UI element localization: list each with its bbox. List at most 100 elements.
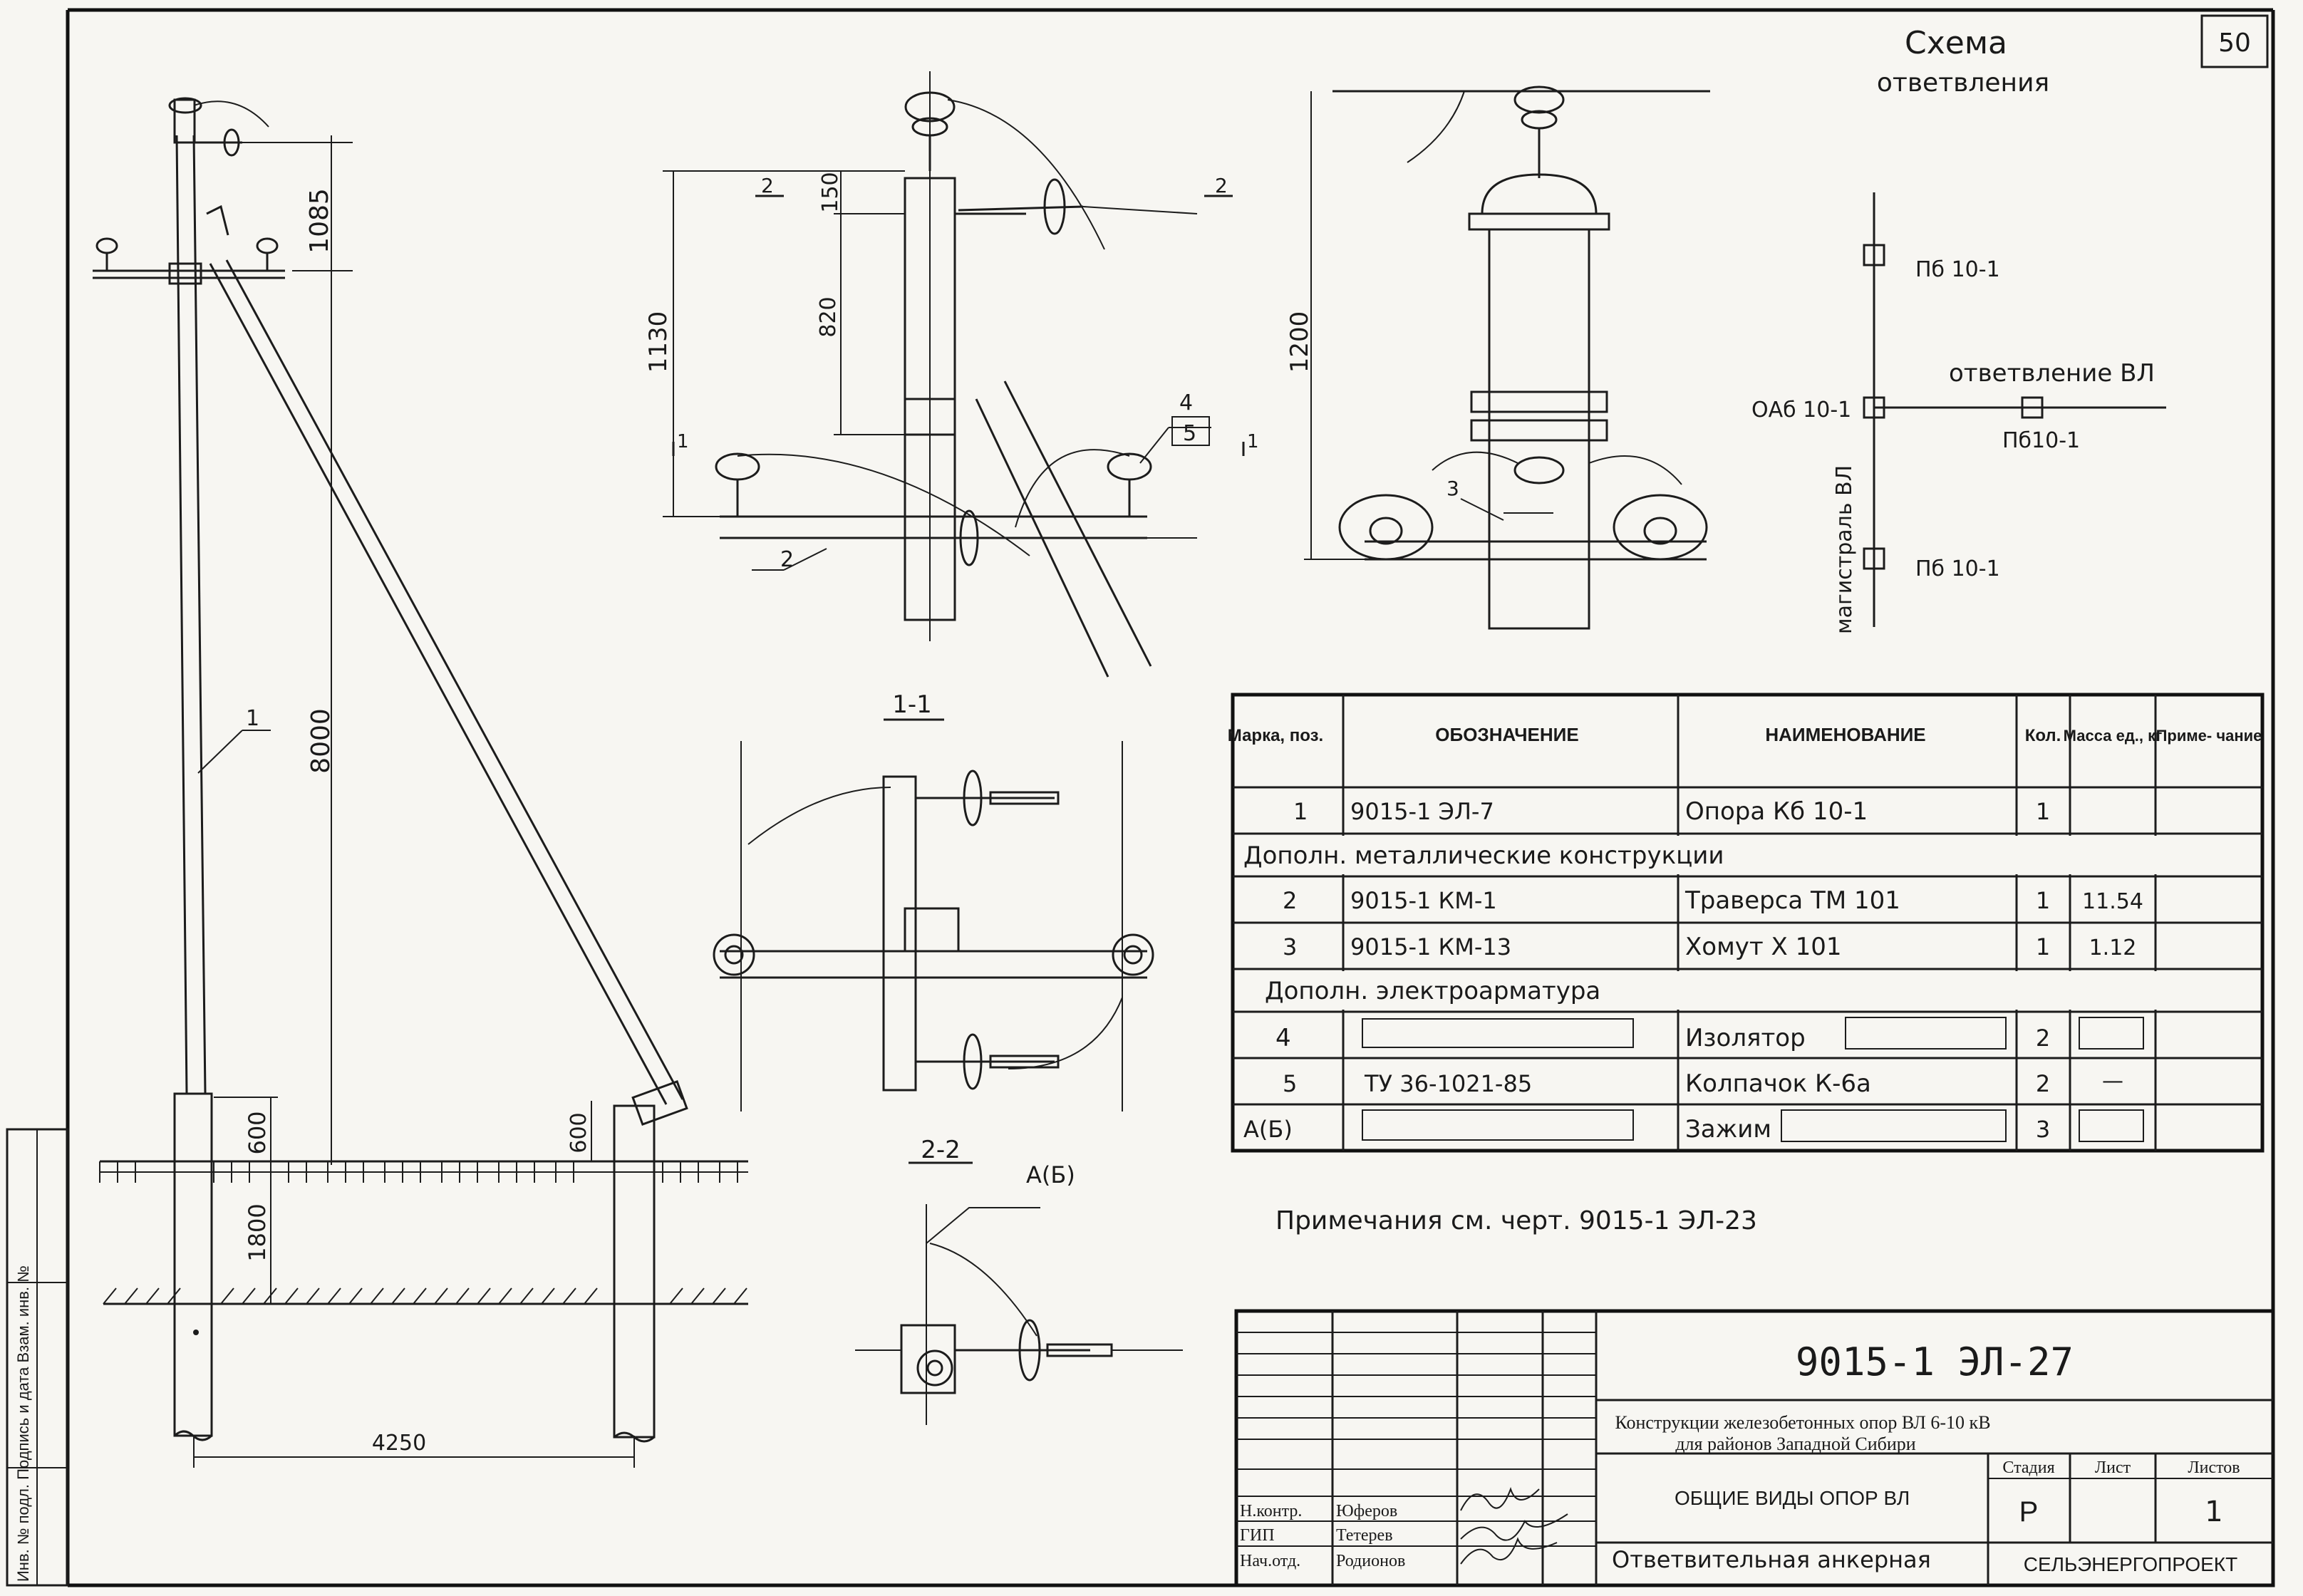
stage-value: Р: [2019, 1496, 2039, 1528]
header-note: Приме- чание: [2156, 727, 2262, 745]
header-mass: Масса ед., кг: [2064, 727, 2163, 745]
sheets-value: 1: [2205, 1496, 2222, 1528]
callout-1: 1: [197, 706, 271, 774]
svg-text:2: 2: [2036, 1070, 2050, 1097]
table-row: 3 9015-1 КМ-13 Хомут Х 101 1 1.12: [1283, 933, 2136, 961]
svg-text:Родионов: Родионов: [1336, 1552, 1405, 1570]
svg-text:1130: 1130: [644, 311, 673, 373]
svg-text:1: 1: [2036, 887, 2050, 914]
svg-text:Стадия: Стадия: [2002, 1458, 2054, 1477]
svg-text:4: 4: [1179, 390, 1193, 415]
svg-text:2-2: 2-2: [921, 1136, 961, 1164]
organization: СЕЛЬЭНЕРГОПРОЕКТ: [2024, 1553, 2237, 1575]
svg-text:4250: 4250: [372, 1431, 426, 1456]
svg-text:ОАб 10-1: ОАб 10-1: [1751, 398, 1851, 423]
margin-stamp: Инв. № подл. Подпись и дата Взам. инв. №: [6, 1128, 69, 1587]
svg-text:1: 1: [2036, 798, 2050, 825]
svg-text:Опора Кб 10-1: Опора Кб 10-1: [1685, 797, 1868, 826]
header-code: ОБОЗНАЧЕНИЕ: [1435, 724, 1578, 745]
svg-text:2: 2: [780, 547, 794, 572]
svg-text:Колпачок К-6а: Колпачок К-6а: [1685, 1069, 1871, 1098]
sheet-number: 50: [2218, 28, 2251, 58]
section-2-2: 2-2 А(Б): [855, 1136, 1183, 1425]
notes: Примечания см. черт. 9015-1 ЭЛ-23: [1275, 1206, 1757, 1235]
svg-text:Пб 10-1: Пб 10-1: [1915, 556, 2000, 581]
svg-text:Н.контр.: Н.контр.: [1240, 1502, 1302, 1520]
svg-text:ГИП: ГИП: [1240, 1526, 1275, 1545]
svg-text:11.54: 11.54: [2082, 889, 2143, 914]
table-row: 1 9015-1 ЭЛ-7 Опора Кб 10-1 1: [1293, 797, 2050, 826]
signature-scribble: [1460, 1537, 1558, 1565]
svg-text:1: 1: [1247, 431, 1259, 452]
svg-text:9015-1 КМ-1: 9015-1 КМ-1: [1350, 887, 1497, 914]
svg-text:150: 150: [818, 172, 843, 212]
title-block: 9015-1 ЭЛ-27 Конструкции железобетонных …: [1234, 1309, 2275, 1587]
svg-text:600: 600: [566, 1112, 591, 1153]
header-pos: Марка, поз.: [1228, 726, 1323, 745]
svg-text:8000: 8000: [306, 708, 336, 774]
spec-table: Марка, поз. ОБОЗНАЧЕНИЕ НАИМЕНОВАНИЕ Кол…: [1228, 693, 2265, 1153]
svg-text:Лист: Лист: [2095, 1458, 2131, 1477]
ground-hatch: [103, 1287, 748, 1305]
project-title-line1: Конструкции железобетонных опор ВЛ 6-10 …: [1615, 1412, 1990, 1433]
svg-text:3: 3: [1447, 477, 1459, 500]
scheme-subtitle: ответвления: [1877, 68, 2049, 98]
svg-text:1085: 1085: [305, 188, 334, 254]
svg-text:820: 820: [816, 296, 841, 337]
detail-front: 2 4 5 2 2 1 1 150 820 1130: [644, 71, 1259, 678]
svg-text:Хомут Х 101: Хомут Х 101: [1685, 933, 1841, 961]
elevation-dimensions: 1085 8000 600 1800 600 4250: [193, 135, 635, 1468]
svg-text:2: 2: [1215, 174, 1228, 197]
project-title-line2: для районов Западной Сибири: [1675, 1434, 1915, 1454]
svg-text:5: 5: [1283, 1070, 1297, 1097]
ground-surface: [99, 1160, 748, 1183]
signature-row: Н.контр. Юферов: [1240, 1502, 1397, 1520]
svg-text:1-1: 1-1: [892, 690, 932, 719]
header-qty: Кол.: [2025, 726, 2061, 745]
margin-stamp-text: Инв. № подл. Подпись и дата Взам. инв. №: [14, 1265, 32, 1582]
svg-text:1: 1: [2036, 933, 2050, 960]
section-row-metal: Дополн. металлические конструкции: [1243, 841, 1724, 870]
table-row: 5 ТУ 36-1021-85 Колпачок К-6а 2 —: [1283, 1069, 2123, 1098]
svg-text:4: 4: [1275, 1024, 1291, 1052]
scheme-node-pb-2: [1863, 547, 1885, 570]
pole-strut: [209, 259, 688, 1443]
svg-text:9015-1 КМ-13: 9015-1 КМ-13: [1350, 933, 1511, 960]
branch-scheme: Схема ответвления Пб 10-1 ОАб 10-1 Пб10-…: [1751, 25, 2166, 634]
pole-elevation: 1 1085 8000 600 1800 600 4250: [93, 97, 748, 1468]
table-row: А(Б) Зажим 3: [1243, 1109, 2144, 1144]
scheme-title: Схема: [1905, 25, 2007, 61]
svg-text:Нач.отд.: Нач.отд.: [1240, 1552, 1300, 1570]
clamp-label: А(Б): [1026, 1161, 1075, 1188]
sheet-subtitle: Ответвительная анкерная: [1612, 1546, 1931, 1573]
signature-scribble: [1460, 1487, 1540, 1511]
svg-text:Юферов: Юферов: [1336, 1502, 1397, 1520]
scheme-node-pb-1: [1863, 244, 1885, 266]
section-1-1: 1-1: [713, 690, 1154, 1112]
svg-text:Изолятор: Изолятор: [1685, 1024, 1806, 1052]
svg-text:1: 1: [246, 706, 259, 731]
svg-text:2: 2: [761, 174, 774, 197]
svg-text:Пб 10-1: Пб 10-1: [1915, 257, 2000, 282]
section-row-electro: Дополн. электроарматура: [1265, 977, 1600, 1005]
svg-text:—: —: [2102, 1069, 2123, 1094]
svg-text:магистраль ВЛ: магистраль ВЛ: [1832, 465, 1857, 634]
header-name: НАИМЕНОВАНИЕ: [1765, 724, 1925, 745]
main-pole: [173, 135, 213, 1441]
svg-text:1.12: 1.12: [2089, 936, 2137, 960]
svg-text:2: 2: [2036, 1025, 2050, 1052]
svg-text:Пб10-1: Пб10-1: [2002, 428, 2080, 453]
svg-text:1800: 1800: [244, 1203, 271, 1261]
svg-text:1: 1: [1293, 798, 1308, 825]
signature-scribble: [1460, 1513, 1568, 1541]
scheme-node-pb-branch: [2021, 396, 2044, 419]
pole-top: [93, 97, 285, 285]
svg-text:9015-1 ЭЛ-7: 9015-1 ЭЛ-7: [1350, 798, 1494, 825]
svg-text:Зажим: Зажим: [1685, 1115, 1771, 1144]
svg-text:2: 2: [1283, 887, 1297, 914]
svg-text:600: 600: [244, 1111, 271, 1154]
detail-side: 3 1200: [1285, 86, 1710, 630]
svg-text:1200: 1200: [1285, 311, 1314, 373]
sheet-number-box: 50: [2200, 14, 2269, 68]
